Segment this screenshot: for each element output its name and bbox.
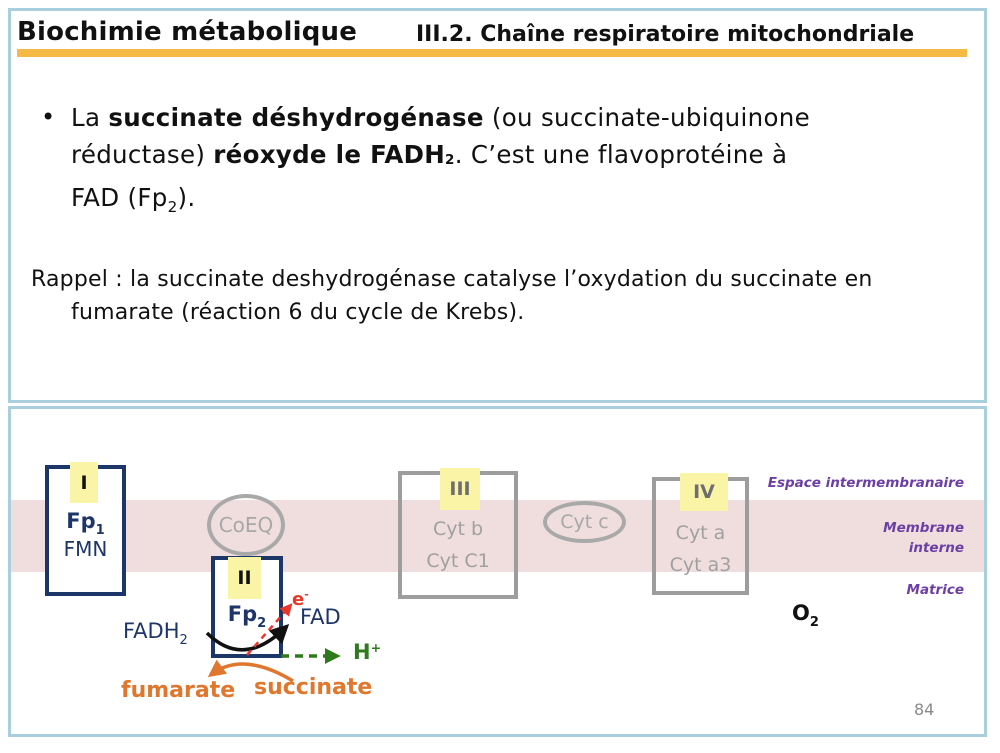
electron-text: e xyxy=(292,589,305,610)
fadh2-text: FADH xyxy=(123,619,180,643)
complex-iv-cyta-label: Cyt a xyxy=(675,522,726,544)
bullet-line-3: FAD (Fp2). xyxy=(71,179,810,226)
text-segment: . C’est une flavoprotéine à xyxy=(454,140,788,169)
rappel-line-1: Rappel : la succinate deshydrogénase cat… xyxy=(31,267,873,292)
complex-i-fmn-label: FMN xyxy=(63,537,108,561)
cytochrome-c-ellipse: Cyt c xyxy=(543,501,626,543)
fp2-subscript: 2 xyxy=(167,198,178,216)
text-segment-bold: réoxyde le FADH xyxy=(213,140,446,169)
rappel-note: Rappel : la succinate deshydrogénase cat… xyxy=(31,263,873,329)
oxygen-label: O2 xyxy=(792,601,819,630)
complex-i-tag: I xyxy=(70,462,98,503)
fadh2-label: FADH2 xyxy=(123,619,188,648)
succinate-label: succinate xyxy=(254,675,373,700)
fp2-subscript: 2 xyxy=(257,616,267,631)
text-panel: Biochimie métabolique III.2. Chaîne resp… xyxy=(8,8,987,403)
fadh2-subscript: 2 xyxy=(179,633,188,648)
coenzyme-q-label: CoEQ xyxy=(218,513,274,537)
inner-membrane-band xyxy=(11,500,984,572)
coenzyme-q-ellipse: CoEQ xyxy=(207,494,285,556)
fadh2-subscript: 2 xyxy=(445,152,455,168)
cytochrome-c-label: Cyt c xyxy=(560,511,609,533)
matrix-label: Matrice xyxy=(906,582,964,598)
text-segment: FAD (Fp xyxy=(71,183,168,212)
fp-text: Fp xyxy=(66,509,96,533)
inner-membrane-label-line1: Membrane xyxy=(883,520,964,536)
oxygen-text: O xyxy=(792,601,810,625)
bullet-text: La succinate déshydrogénase (ou succinat… xyxy=(71,99,810,226)
section-title: III.2. Chaîne respiratoire mitochondrial… xyxy=(416,22,915,47)
course-title: Biochimie métabolique xyxy=(17,17,358,47)
intermembrane-space-label: Espace intermembranaire xyxy=(767,475,964,491)
text-segment: réductase) xyxy=(71,140,214,169)
complex-iii-tag: III xyxy=(440,468,480,510)
proton-charge: + xyxy=(370,640,382,655)
bullet-line-1: La succinate déshydrogénase (ou succinat… xyxy=(71,99,810,136)
electron-charge: - xyxy=(304,588,309,601)
complex-ii-fp2-label: Fp2 xyxy=(215,602,279,632)
complex-iv-cyta3-label: Cyt a3 xyxy=(669,554,732,576)
rappel-line-2: fumarate (réaction 6 du cycle de Krebs). xyxy=(71,300,525,325)
complex-iii-cytc1-label: Cyt C1 xyxy=(426,550,490,572)
proton-label: H+ xyxy=(353,640,382,664)
complex-iii-cytb-label: Cyt b xyxy=(432,518,484,540)
complex-i-fp1-label: Fp1 xyxy=(49,509,122,539)
fumarate-label: fumarate xyxy=(121,678,236,703)
diagram-panel: Fp1 FMN I CoEQ Fp2 II Cyt b Cyt C1 III C… xyxy=(8,406,987,737)
complex-iv-tag: IV xyxy=(680,473,728,511)
bullet-marker: • xyxy=(41,103,56,131)
electron-label: e- xyxy=(292,588,309,610)
text-segment-bold: succinate déshydrogénase xyxy=(108,103,484,132)
bullet-line-2: réductase) réoxyde le FADH2. C’est une f… xyxy=(71,136,810,179)
text-segment: (ou succinate-ubiquinone xyxy=(483,103,810,132)
title-underline xyxy=(17,49,967,57)
text-segment: La xyxy=(71,103,109,132)
fp1-subscript: 1 xyxy=(95,523,105,538)
proton-text: H xyxy=(353,640,371,664)
oxygen-subscript: 2 xyxy=(809,615,819,630)
complex-ii-tag: II xyxy=(228,557,261,599)
fp-text: Fp xyxy=(227,602,258,626)
bullet-point: • La succinate déshydrogénase (ou succin… xyxy=(41,99,810,226)
page-number: 84 xyxy=(914,700,935,719)
inner-membrane-label-line2: interne xyxy=(908,540,964,556)
text-segment: ). xyxy=(177,183,196,212)
fad-label: FAD xyxy=(300,605,341,629)
